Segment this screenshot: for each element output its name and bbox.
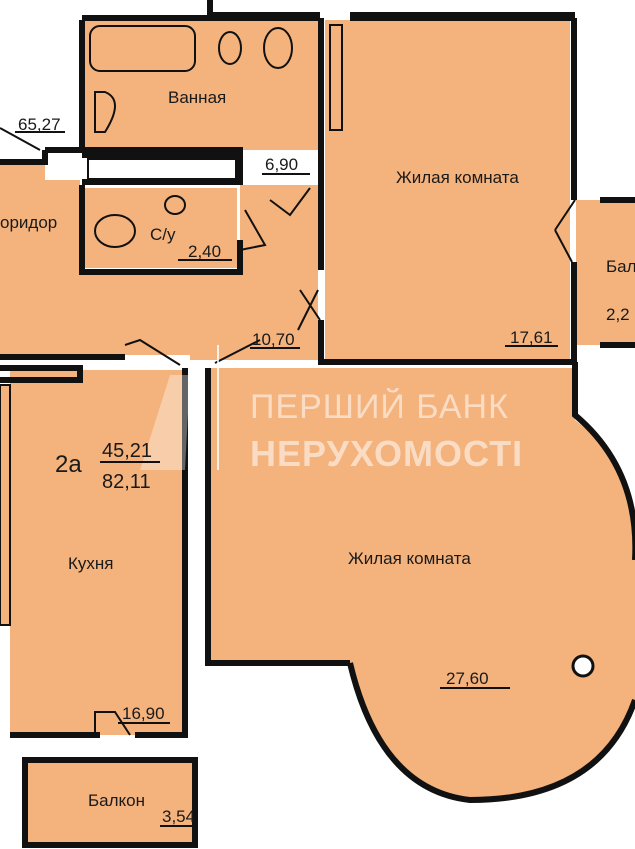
kitchen-area <box>10 370 185 735</box>
wc-toilet-icon <box>94 214 136 248</box>
shaft-icon <box>329 24 343 131</box>
wc-sink-icon <box>164 195 186 215</box>
balcony-right-area <box>576 200 635 345</box>
corridor-area-value: 10,70 <box>252 330 295 349</box>
leader-lines <box>0 127 558 827</box>
column-icon <box>571 654 595 678</box>
toilet-icon <box>263 27 293 69</box>
balcony-bottom-name: Балкон <box>88 791 145 810</box>
watermark-logo <box>140 375 190 470</box>
bathtub-icon <box>89 25 196 72</box>
watermark-line2: НЕРУХОМОСТІ <box>250 433 523 474</box>
balcony-right-name: Бал <box>606 257 635 276</box>
sink-icon <box>94 91 116 133</box>
balcony-bottom-area-value: 3,54 <box>162 807 195 826</box>
living-area-value: 45,21 <box>102 440 152 462</box>
balcony-bottom-area <box>27 762 195 842</box>
bathroom-name: Ванная <box>168 88 226 107</box>
balcony-door-icon <box>554 199 576 263</box>
living-room-1-name: Жилая комната <box>396 168 519 187</box>
living-room-2-area <box>210 368 635 800</box>
adjacent-area-label: 65,27 <box>18 115 61 134</box>
duct-strip <box>87 158 237 180</box>
watermark-line1: ПЕРШИЙ БАНК <box>250 388 509 426</box>
wc-name: С/у <box>150 225 176 244</box>
bathroom-area-value: 6,90 <box>265 155 298 174</box>
kitchen-counter-icon <box>0 384 11 626</box>
balcony-right-area-value: 2,2 <box>606 305 630 324</box>
living-room-1-area <box>325 20 570 360</box>
living-room-1-area-value: 17,61 <box>510 328 553 347</box>
fixtures <box>0 24 595 736</box>
living-room-2-area-value: 27,60 <box>446 669 489 688</box>
wc-area-value: 2,40 <box>188 242 221 261</box>
living-room-2-name: Жилая комната <box>348 549 471 568</box>
bidet-icon <box>218 31 242 65</box>
kitchen-area-value: 16,90 <box>122 704 165 723</box>
kitchen-name: Кухня <box>68 554 114 573</box>
total-area-value: 82,11 <box>102 471 151 493</box>
apartment-type: 2а <box>55 451 82 478</box>
door-swings <box>124 187 321 366</box>
corridor-name: оридор <box>0 213 57 232</box>
